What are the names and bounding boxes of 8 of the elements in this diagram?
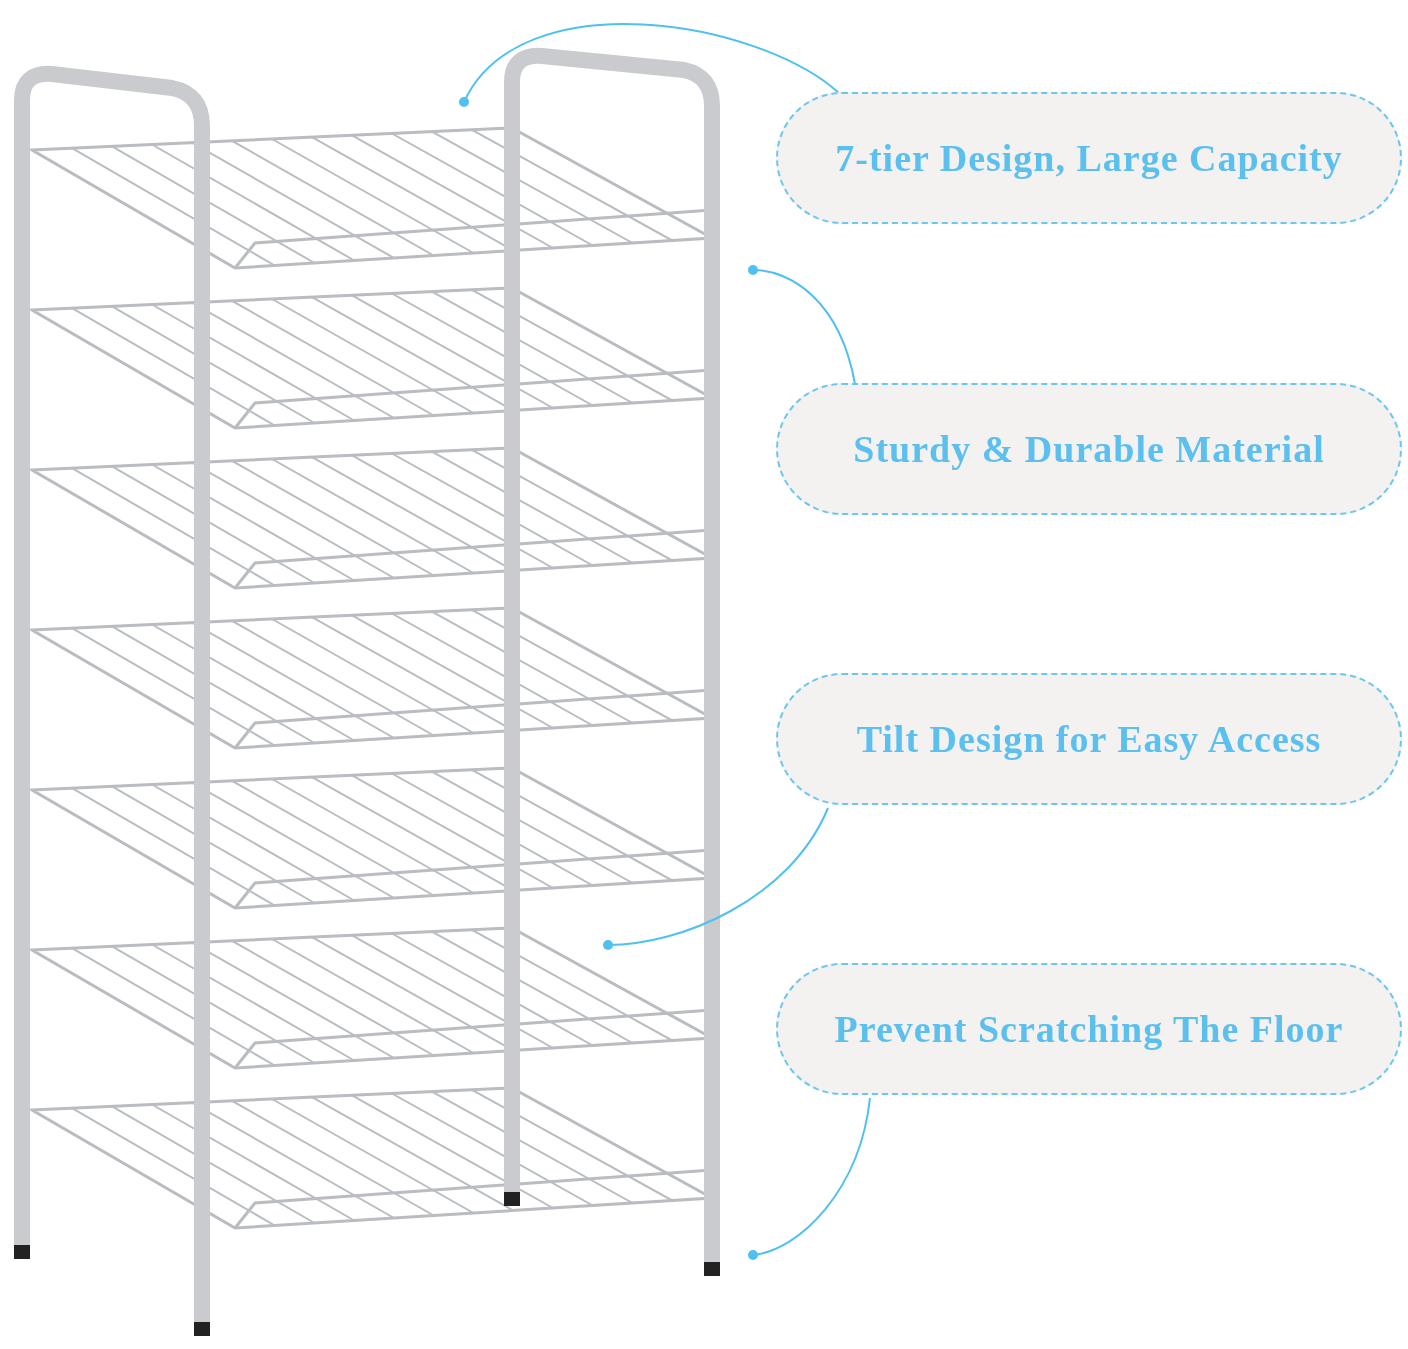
callout-text: Sturdy & Durable Material (853, 427, 1325, 471)
leader-line (748, 265, 856, 385)
leader-line (748, 1097, 871, 1260)
callout-text: Prevent Scratching The Floor (834, 1007, 1344, 1051)
leader-line (603, 807, 829, 950)
callout-text: 7-tier Design, Large Capacity (835, 136, 1343, 180)
callout-text: Tilt Design for Easy Access (856, 717, 1322, 761)
leader-line (459, 23, 841, 107)
